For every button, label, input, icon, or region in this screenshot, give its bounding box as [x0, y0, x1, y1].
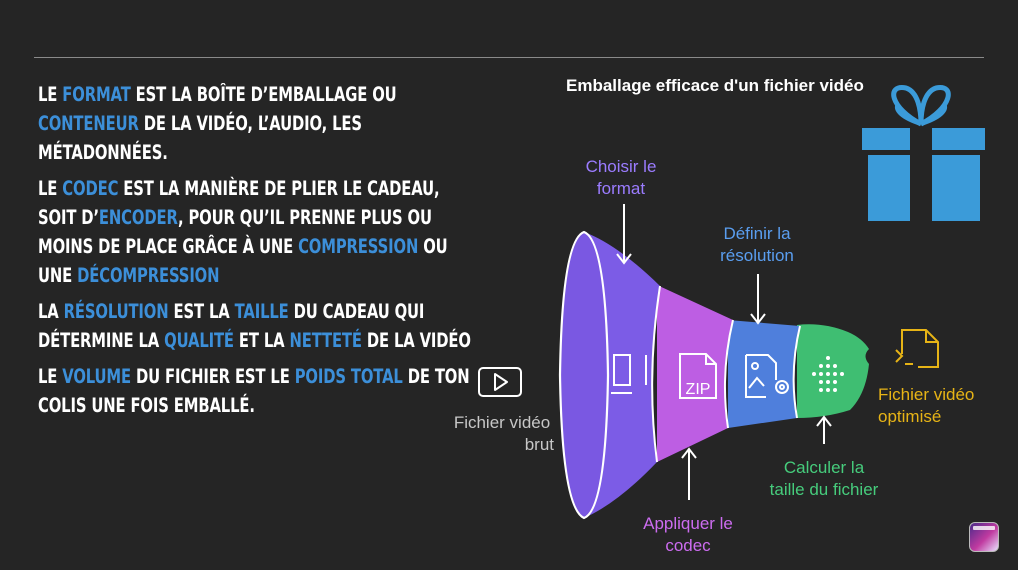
- top-divider: [34, 57, 984, 58]
- funnel-mouth: [558, 230, 610, 520]
- text-run: SOIT D’: [38, 206, 99, 229]
- output-label-line: optimisé: [878, 407, 942, 426]
- terminal-file-icon: [895, 329, 939, 368]
- funnel-segment-codec: [657, 285, 733, 462]
- image-settings-icon: [745, 354, 789, 398]
- step-label-line: Calculer la: [783, 458, 865, 477]
- keyword: CODEC: [62, 177, 119, 200]
- keyword: DÉCOMPRESSION: [77, 264, 220, 287]
- play-video-icon: [478, 367, 522, 397]
- step-label-line: codec: [665, 536, 711, 555]
- step-label-line: Appliquer le: [643, 514, 733, 533]
- text-run: MÉTADONNÉES.: [38, 141, 168, 164]
- text-run: EST LA: [168, 300, 235, 323]
- text-run: LA: [38, 300, 64, 323]
- svg-text:ZIP: ZIP: [686, 381, 711, 398]
- text-run: ET LA: [233, 329, 290, 352]
- keyword: POIDS TOTAL: [294, 365, 403, 388]
- text-run: EST LA BOÎTE D’EMBALLAGE OU: [130, 83, 397, 106]
- dot-grid-icon: [812, 356, 844, 392]
- text-run: DU CADEAU QUI: [288, 300, 425, 323]
- input-label-line: Fichier vidéo: [453, 413, 551, 432]
- output-label: Fichier vidéo optimisé: [878, 384, 990, 428]
- funnel-divider: [792, 325, 801, 419]
- text-run: DE LA VIDÉO, L’AUDIO, LES: [138, 112, 362, 135]
- keyword: VOLUME: [62, 365, 131, 388]
- arrow-format: [616, 204, 632, 265]
- keyword: TAILLE: [234, 300, 289, 323]
- step-label-line: Définir la: [723, 224, 791, 243]
- zip-file-icon: ZIP: [679, 353, 717, 399]
- text-run: OU: [418, 235, 448, 258]
- funnel-segment-size: [797, 324, 869, 418]
- text-run: LE: [38, 177, 63, 200]
- text-run: DU FICHIER EST LE: [130, 365, 295, 388]
- step-label-line: Choisir le: [585, 157, 657, 176]
- step-label-line: taille du fichier: [769, 480, 879, 499]
- gift-icon: [862, 85, 985, 221]
- paragraph: LE FORMAT EST LA BOÎTE D’EMBALLAGE OU CON…: [38, 80, 397, 167]
- step-label-line: résolution: [720, 246, 794, 265]
- funnel-segment-resolution: [728, 320, 800, 428]
- funnel-divider: [651, 285, 661, 463]
- keyword: RÉSOLUTION: [63, 300, 169, 323]
- funnel-divider: [723, 319, 734, 429]
- text-run: LE: [38, 83, 63, 106]
- keyword: ENCODER: [98, 206, 178, 229]
- input-label: Fichier vidéo brut: [446, 412, 558, 456]
- paragraph: LE CODEC EST LA MANIÈRE DE PLIER LE CADE…: [38, 174, 448, 290]
- keyword: QUALITÉ: [164, 329, 234, 352]
- document-icon: [611, 354, 647, 394]
- step-label-codec: Appliquer le codec: [628, 513, 748, 557]
- text-run: DE LA VIDÉO: [361, 329, 471, 352]
- arrow-size: [816, 415, 832, 444]
- input-label-line: brut: [524, 435, 554, 454]
- arrow-resolution: [750, 274, 766, 325]
- text-run: MOINS DE PLACE GRÂCE À UNE: [38, 235, 299, 258]
- text-run: COLIS UNE FOIS EMBALLÉ.: [38, 394, 255, 417]
- text-run: UNE: [38, 264, 78, 287]
- output-label-line: Fichier vidéo: [878, 385, 975, 404]
- paragraph: LA RÉSOLUTION EST LA TAILLE DU CADEAU QU…: [38, 297, 471, 355]
- step-label-resolution: Définir la résolution: [702, 223, 812, 267]
- paragraph: LE VOLUME DU FICHIER EST LE POIDS TOTAL …: [38, 362, 470, 420]
- text-run: LE: [38, 365, 63, 388]
- app-logo-icon: [969, 522, 999, 552]
- keyword: CONTENEUR: [38, 112, 139, 135]
- text-run: EST LA MANIÈRE DE PLIER LE CADEAU,: [118, 177, 440, 200]
- step-label-format: Choisir le format: [568, 156, 674, 200]
- keyword: FORMAT: [62, 83, 131, 106]
- keyword: NETTETÉ: [289, 329, 362, 352]
- keyword: COMPRESSION: [298, 235, 419, 258]
- diagram-title: Emballage efficace d'un fichier vidéo: [566, 76, 864, 95]
- arrow-codec: [681, 447, 697, 500]
- text-run: , POUR QU’IL PRENNE PLUS OU: [177, 206, 432, 229]
- step-label-line: format: [596, 179, 646, 198]
- explanation-text: LE FORMAT EST LA BOÎTE D’EMBALLAGE OU CON…: [38, 80, 471, 427]
- text-run: DE TON: [402, 365, 470, 388]
- step-label-size: Calculer la taille du fichier: [754, 457, 894, 501]
- text-run: DÉTERMINE LA: [38, 329, 165, 352]
